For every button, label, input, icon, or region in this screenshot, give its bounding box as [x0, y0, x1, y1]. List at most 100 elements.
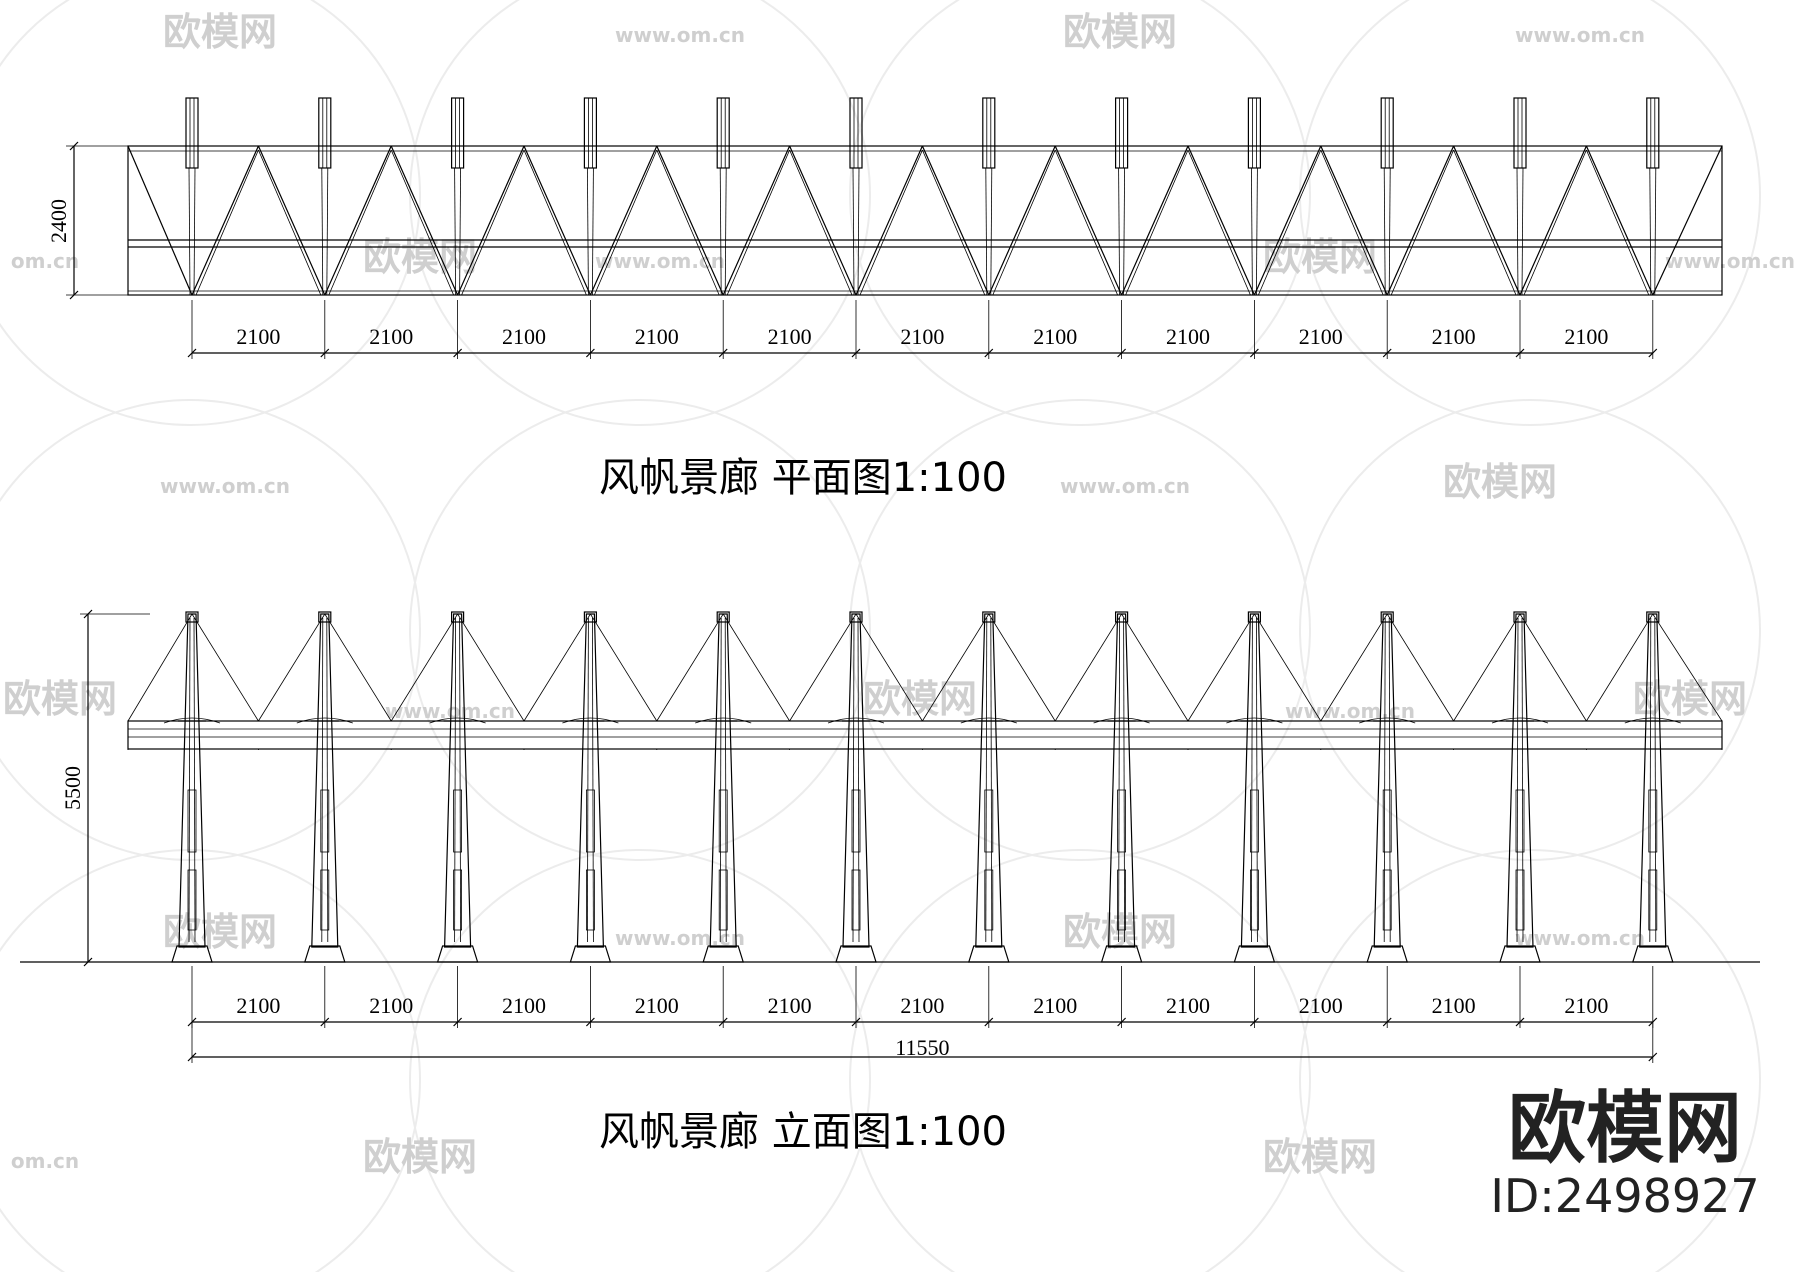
column: [1233, 611, 1276, 963]
plan-sail-edge: [257, 145, 326, 296]
membrane-arc: [1093, 717, 1150, 724]
plan-mast-head: [1380, 97, 1394, 169]
column-slot: [586, 869, 595, 931]
column-slot: [1648, 869, 1658, 931]
watermark-site: www.om.cn: [1515, 926, 1645, 950]
column-slot: [586, 789, 595, 853]
column-slot: [320, 789, 330, 853]
plan-bay-dim: 2100: [502, 324, 546, 349]
plan-mast-stay: [321, 167, 324, 296]
plan-mast-stay: [724, 167, 727, 296]
plan-mast-stay: [459, 167, 461, 296]
watermark-circle: [1299, 0, 1761, 426]
sail-cable: [789, 613, 857, 722]
column-cap: [982, 611, 996, 623]
dim-tick: [1249, 1017, 1259, 1027]
plan-sail-edge: [523, 149, 587, 296]
plan-sail-edge: [855, 145, 923, 296]
sail-cable: [258, 613, 326, 722]
watermark-brand: 欧模网: [363, 1135, 477, 1179]
plan-sail-edge: [1187, 145, 1255, 296]
plan-sail-edge: [523, 145, 591, 296]
plan-sail-edge: [922, 149, 986, 296]
elev-bay-dim: 2100: [502, 993, 546, 1018]
sail-cable: [1320, 613, 1388, 722]
column-shaft: [576, 613, 605, 948]
plan-sail-edge: [1187, 149, 1251, 296]
plan-mast-head: [1114, 97, 1129, 169]
watermark-brand: 欧模网: [1633, 677, 1747, 721]
dim-tick: [851, 1017, 861, 1027]
watermark-circle: [0, 849, 421, 1272]
sail-cable: [855, 613, 923, 722]
elev-bay-dim: 2100: [236, 993, 280, 1018]
column-inner: [321, 617, 324, 943]
watermark-brand: 欧模网: [3, 677, 117, 721]
column-cap: [1646, 611, 1660, 623]
watermark-brand: 欧模网: [363, 235, 477, 279]
plan-bay-dim: 2100: [236, 324, 280, 349]
plan-bay-dim: 2100: [1033, 324, 1077, 349]
plan-sail-edge: [1121, 145, 1189, 296]
column-base: [569, 945, 612, 963]
plan-sail-edge: [1453, 149, 1517, 296]
plan-sail-edge: [722, 145, 791, 296]
sail-cable: [722, 613, 790, 722]
column-slot: [718, 869, 728, 931]
column-slot: [1382, 869, 1392, 931]
watermark-site: www.om.cn: [615, 23, 745, 47]
plan-mast-stay: [1256, 167, 1258, 296]
column-base: [171, 945, 213, 963]
plan-mast-stay: [719, 167, 722, 296]
total-dim: 11550: [895, 1035, 949, 1060]
column-slot: [187, 869, 197, 931]
plan-mast-stay: [193, 167, 196, 296]
dim-tick: [83, 957, 93, 967]
membrane-arc: [1359, 717, 1416, 724]
plan-mast-stay: [1388, 167, 1391, 296]
column-cap: [1513, 611, 1527, 623]
plan-mast-stay: [326, 167, 329, 296]
plan-sail-edge: [195, 149, 259, 296]
column-slot: [851, 789, 861, 853]
column-cap: [318, 611, 332, 623]
plan-sail-edge: [1253, 145, 1322, 296]
column-slot: [453, 869, 463, 931]
column-shaft: [1240, 613, 1269, 948]
plan-bay-dim: 2100: [900, 324, 944, 349]
sail-cable: [1586, 613, 1654, 722]
column-inner: [1521, 617, 1524, 943]
column-shaft: [311, 613, 339, 948]
watermark-site: om.cn: [11, 249, 79, 273]
dim-tick: [984, 1017, 994, 1027]
column-shaft: [443, 613, 472, 948]
plan-width-dim: 2400: [46, 199, 71, 243]
column-inner: [193, 617, 196, 943]
plan-mast-head: [982, 97, 996, 169]
plan-mast-stay: [454, 167, 456, 296]
elev-bay-dim: 2100: [369, 993, 413, 1018]
sail-cable: [1453, 613, 1521, 722]
plan-mast-head: [1513, 97, 1527, 169]
column-slot: [1117, 789, 1126, 853]
membrane-arc: [1624, 717, 1681, 724]
column-base: [303, 945, 346, 963]
column-shaft: [1506, 613, 1534, 948]
watermark-circle: [849, 0, 1311, 426]
sail-cable: [1519, 613, 1587, 722]
sail-cable: [324, 613, 392, 722]
plan-bay-dim: 2100: [1432, 324, 1476, 349]
dim-tick: [718, 1017, 728, 1027]
sail-cable: [1652, 613, 1723, 722]
plan-mast-stay: [1516, 167, 1519, 296]
sail-cable: [1121, 613, 1189, 722]
column-base: [1100, 945, 1143, 963]
column-cap: [583, 611, 598, 623]
column: [1631, 611, 1674, 963]
column-inner: [1654, 617, 1657, 943]
plan-mast-head: [1646, 97, 1660, 169]
watermark-circle: [0, 0, 421, 426]
watermark-site: om.cn: [11, 1149, 79, 1173]
brand-id: ID:2498927: [1490, 1169, 1759, 1223]
